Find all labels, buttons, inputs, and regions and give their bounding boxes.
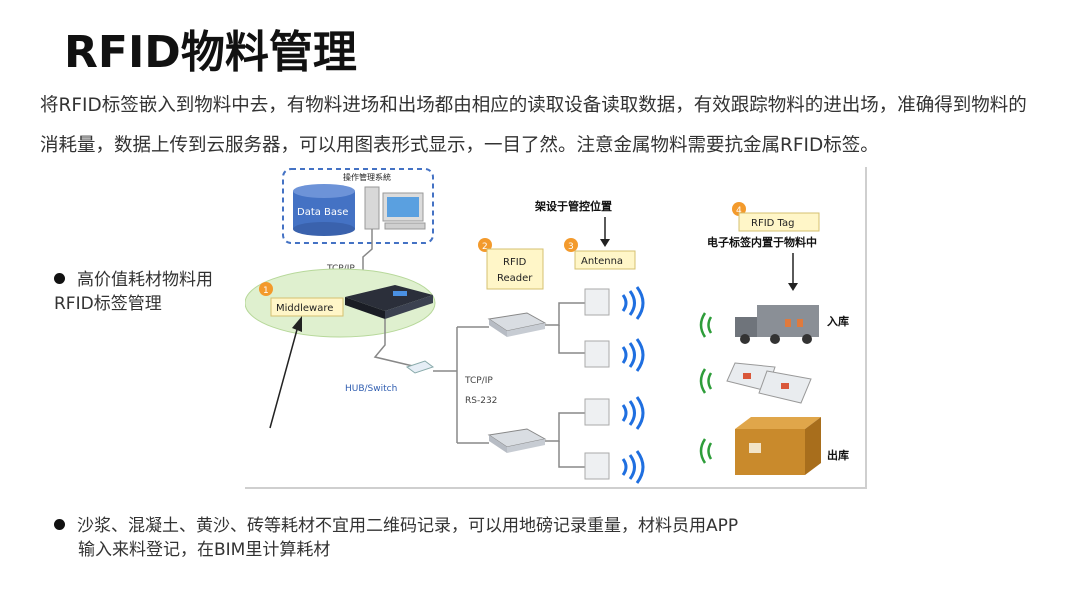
antenna-wave-icon xyxy=(621,286,645,484)
reader-device-top-icon xyxy=(487,312,547,337)
tag-label: RFID Tag xyxy=(751,218,794,229)
reader-device-bottom-icon xyxy=(487,428,547,453)
database-icon xyxy=(293,184,355,236)
tag-labels-icon xyxy=(726,362,812,404)
antenna-2-icon xyxy=(584,340,610,368)
computer-icon xyxy=(364,186,426,230)
step-4-number: 4 xyxy=(736,206,742,216)
antenna-4-icon xyxy=(584,452,610,480)
page-title: RFID物料管理 xyxy=(64,27,357,78)
reader-label-line1: RFID xyxy=(503,257,527,268)
hub-label: HUB/Switch xyxy=(345,384,397,394)
truck-icon xyxy=(735,305,819,344)
tag-caption: 电子标签内置于物料中 xyxy=(707,235,817,249)
antenna-1-icon xyxy=(584,288,610,316)
middleware-label-box xyxy=(270,297,344,317)
out-label: 出库 xyxy=(827,448,849,462)
bullet-high-value: 高价值耗材物料用RFID标签管理 xyxy=(54,268,244,316)
step-1-badge xyxy=(259,282,273,296)
in-label: 入库 xyxy=(827,314,849,328)
middleware-label: Middleware xyxy=(276,303,333,314)
down-arrow-icon-2 xyxy=(788,283,798,291)
antenna-caption: 架设于管控位置 xyxy=(534,199,612,213)
down-arrow-icon xyxy=(600,239,610,247)
hub-switch-icon xyxy=(405,360,435,374)
system-label: 操作管理系統 xyxy=(343,172,391,182)
bullet-materials: 沙浆、混凝土、黄沙、砖等耗材不宜用二维码记录，可以用地磅记录重量，材料员用APP… xyxy=(54,514,934,562)
tag-wave-icon xyxy=(699,312,713,464)
step-1-number: 1 xyxy=(263,286,269,296)
rfid-system-diagram: 操作管理系統 Data Base TCP/IP Middleware 1 xyxy=(245,167,867,489)
reader-label-box xyxy=(486,248,544,290)
step-3-number: 3 xyxy=(568,242,574,252)
bullet-dot-icon xyxy=(54,272,65,284)
diagram-canvas: 操作管理系統 Data Base TCP/IP Middleware 1 xyxy=(245,168,849,484)
bullet-materials-line2: 输入来料登记，在BIM里计算耗材 xyxy=(78,540,331,560)
rs232-label: RS-232 xyxy=(465,396,497,406)
step-3-badge xyxy=(564,238,578,252)
tag-label-box xyxy=(738,212,820,232)
bullet-materials-line1: 沙浆、混凝土、黄沙、砖等耗材不宜用二维码记录，可以用地磅记录重量，材料员用APP xyxy=(77,516,739,536)
step-2-number: 2 xyxy=(482,242,488,252)
antenna-label: Antenna xyxy=(581,256,623,267)
antenna-label-box xyxy=(574,250,636,270)
database-label: Data Base xyxy=(297,207,348,218)
bullet-dot-icon-2 xyxy=(54,518,65,530)
cargo-box-icon xyxy=(735,417,821,475)
tcpip-mid-label: TCP/IP xyxy=(464,376,493,386)
bullet-high-value-text: 高价值耗材物料用RFID标签管理 xyxy=(54,270,213,314)
intro-paragraph: 将RFID标签嵌入到物料中去，有物料进场和出场都由相应的读取设备读取数据，有效跟… xyxy=(40,95,1027,156)
system-dashed-box xyxy=(282,168,434,244)
antenna-3-icon xyxy=(584,398,610,426)
middleware-device-icon xyxy=(345,285,433,319)
reader-label-line2: Reader xyxy=(497,273,533,284)
